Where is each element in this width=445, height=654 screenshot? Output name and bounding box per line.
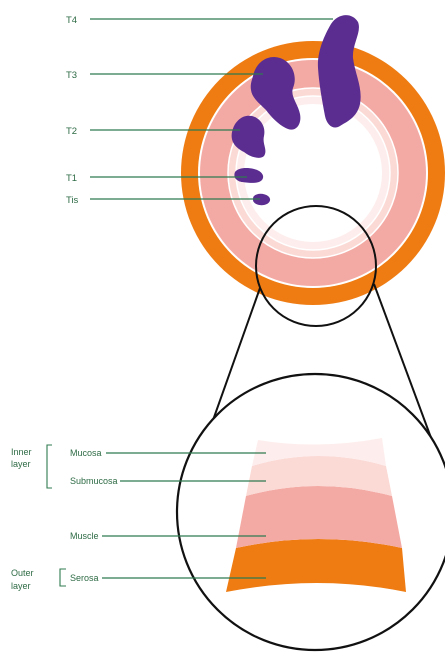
group-outer-line1: Outer bbox=[11, 568, 34, 578]
layer-groups: Inner layer Outer layer bbox=[11, 445, 66, 591]
label-mucosa: Mucosa bbox=[70, 448, 102, 458]
label-t1: T1 bbox=[66, 173, 77, 184]
group-outer-line2: layer bbox=[11, 581, 31, 591]
group-inner-line2: layer bbox=[11, 459, 31, 469]
bowel-cross-section bbox=[181, 41, 445, 305]
label-tis: Tis bbox=[66, 195, 79, 206]
inner-layer-bracket bbox=[47, 445, 52, 488]
lumen bbox=[244, 104, 382, 242]
outer-layer-bracket bbox=[60, 569, 66, 586]
label-submucosa: Submucosa bbox=[70, 476, 118, 486]
label-muscle: Muscle bbox=[70, 531, 99, 541]
group-inner-line1: Inner bbox=[11, 447, 32, 457]
label-serosa: Serosa bbox=[70, 573, 99, 583]
magnified-wall bbox=[177, 374, 445, 650]
tumor-t4 bbox=[318, 15, 361, 127]
label-t2: T2 bbox=[66, 126, 77, 137]
wall-muscle bbox=[236, 486, 402, 548]
label-t3: T3 bbox=[66, 70, 77, 81]
label-t4: T4 bbox=[66, 15, 77, 26]
